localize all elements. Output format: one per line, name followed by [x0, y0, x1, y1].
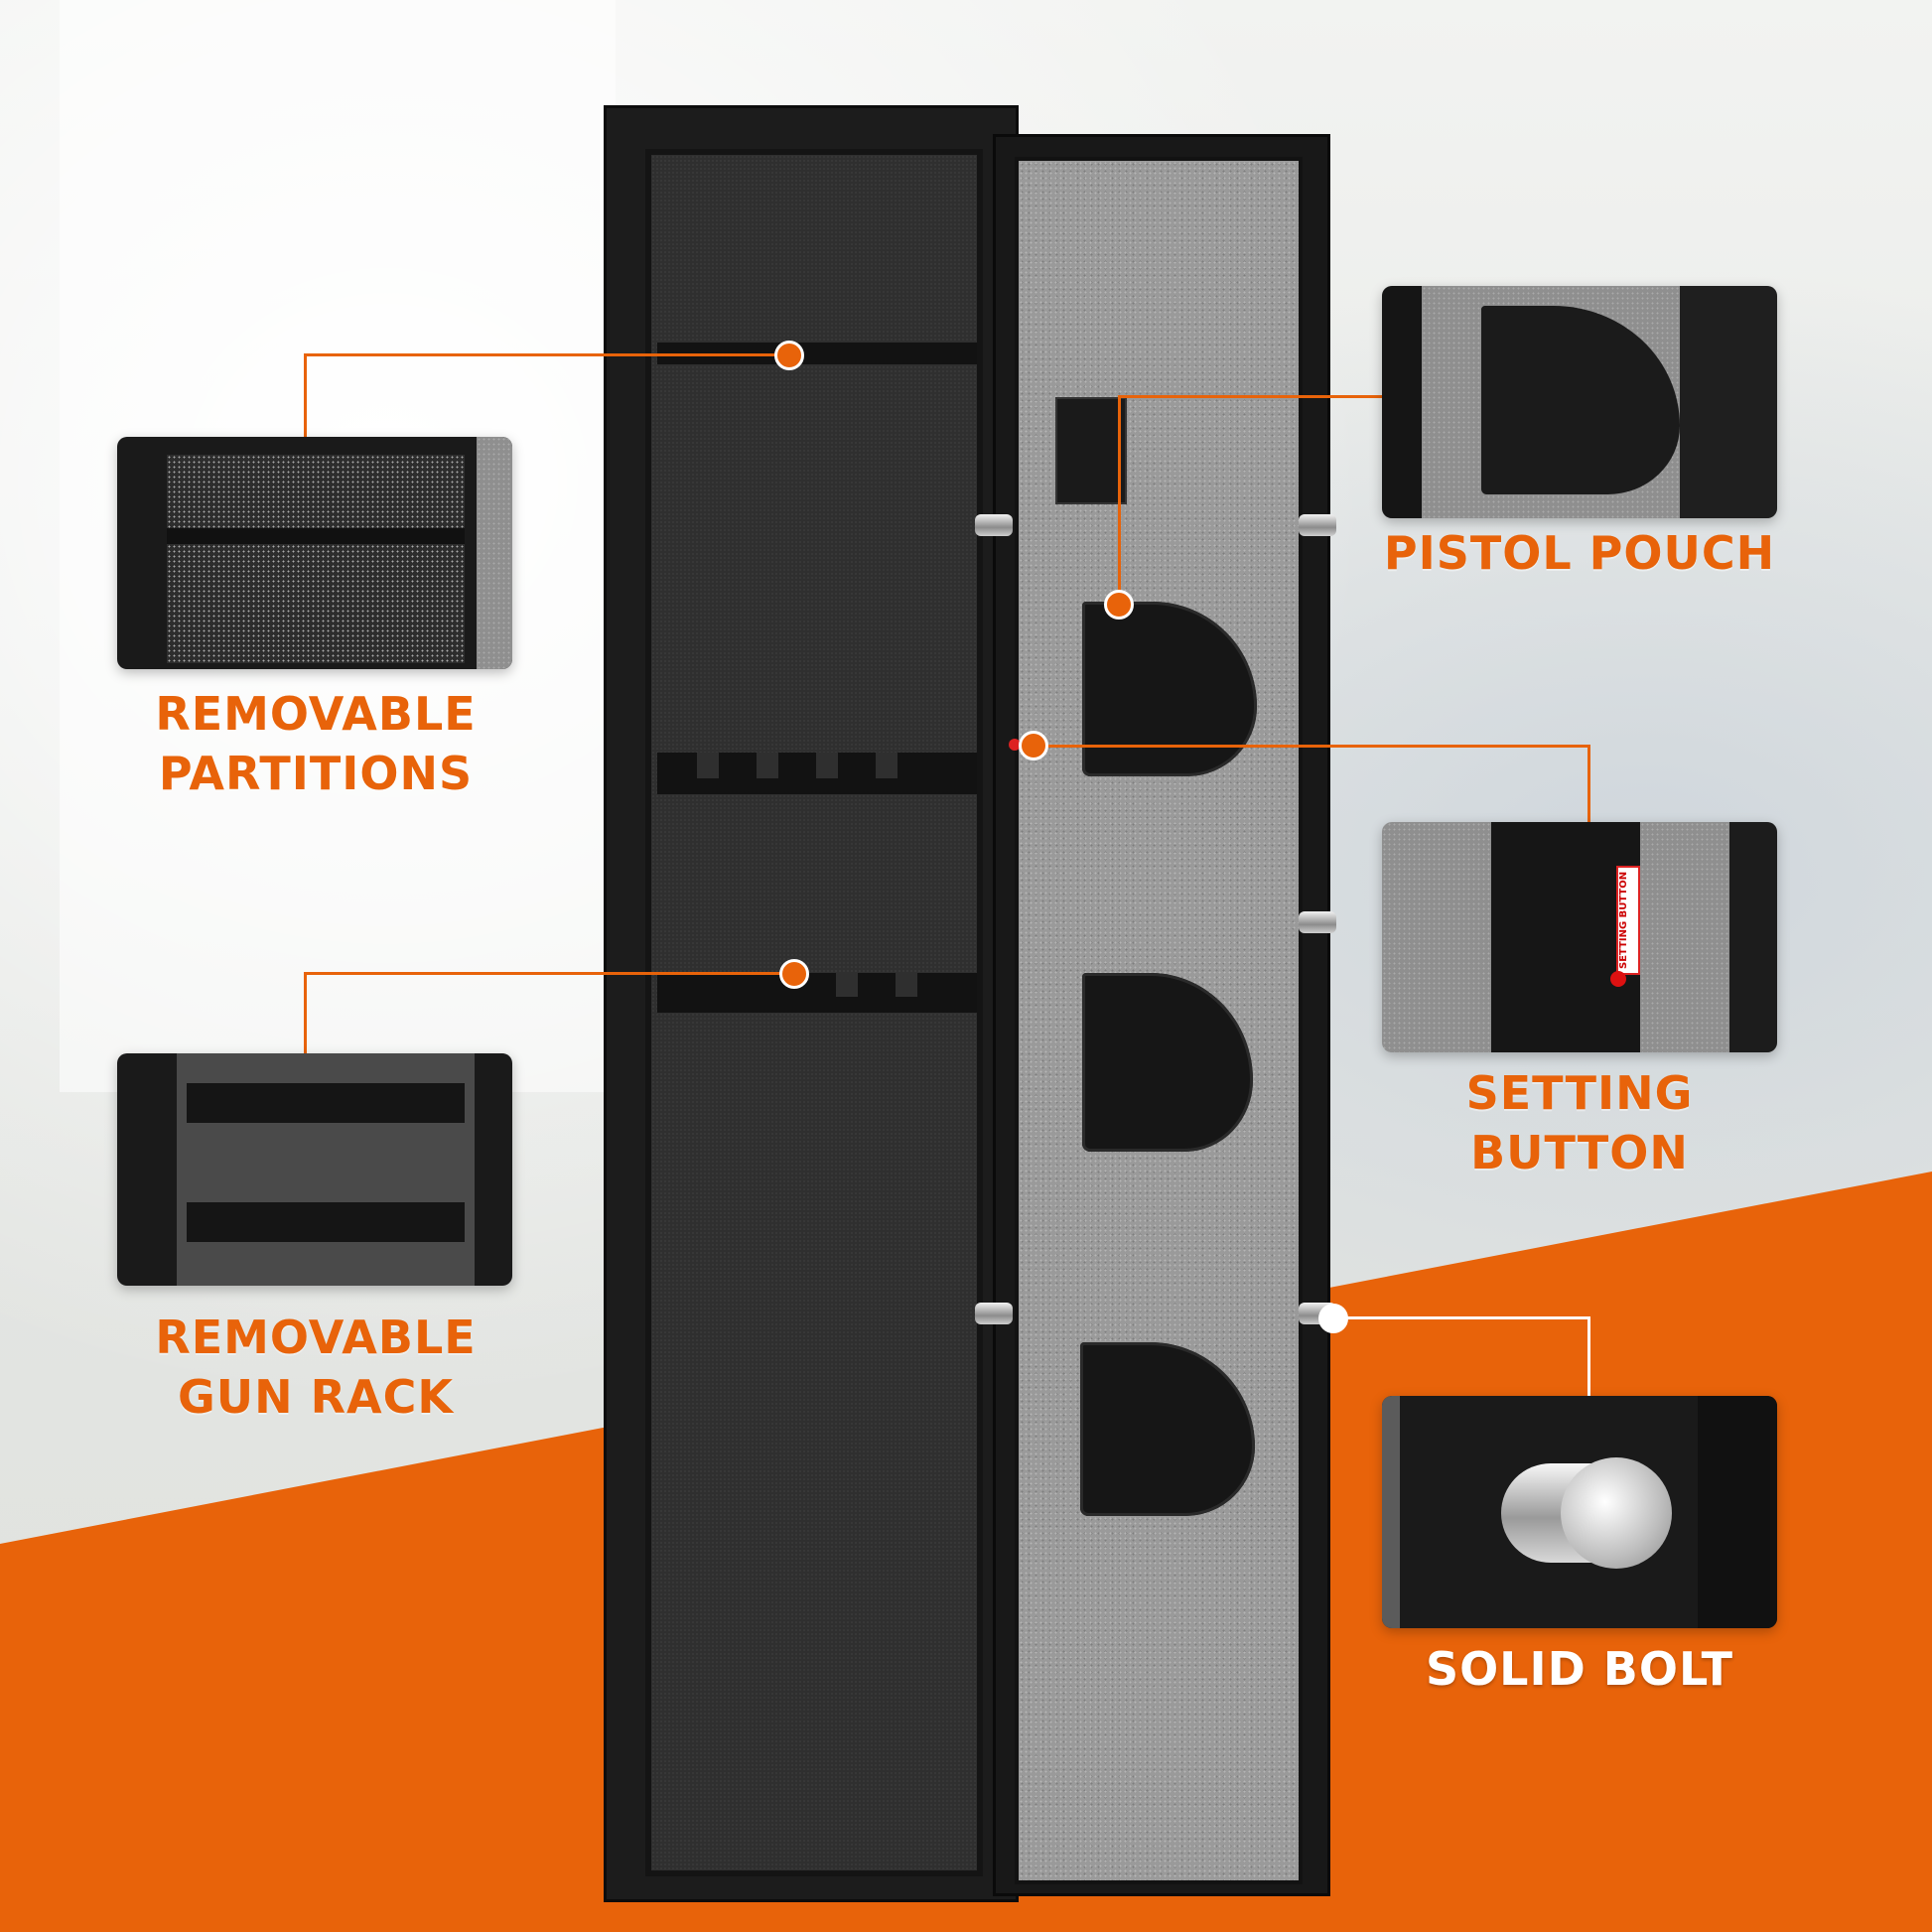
door-bolt: [1299, 514, 1336, 536]
gun-rack-lower: [657, 973, 977, 1013]
callout-line-partitions: [304, 353, 790, 356]
callout-line-gun-rack: [304, 972, 790, 975]
callout-line-partitions: [304, 353, 307, 437]
callout-dot-pistol-pouch: [1104, 590, 1134, 620]
door-bolt: [975, 514, 1013, 536]
callout-line-setting-button: [1029, 745, 1590, 748]
door-felt-lining: [1015, 157, 1303, 1884]
setting-button-sticker: SETTING BUTTON: [1616, 866, 1640, 975]
callout-line-gun-rack: [304, 972, 307, 1053]
callout-dot-setting-button: [1019, 731, 1048, 760]
callout-dot-partitions: [774, 341, 804, 370]
callout-dot-solid-bolt: [1318, 1304, 1348, 1333]
gun-rack-upper: [657, 753, 977, 794]
callout-dot-gun-rack: [779, 959, 809, 989]
callout-line-pistol-pouch: [1118, 395, 1121, 604]
inset-setting-button: SETTING BUTTON: [1382, 822, 1777, 1052]
setting-button-red: [1610, 971, 1626, 987]
inset-removable-gun-rack: [117, 1053, 512, 1286]
setting-button-sticker-text: SETTING BUTTON: [1618, 871, 1629, 970]
label-pistol-pouch: PISTOL POUCH: [1383, 526, 1776, 580]
label-removable-gun-rack: REMOVABLE GUN RACK: [155, 1311, 477, 1424]
door-bolt: [1299, 911, 1336, 933]
callout-line-setting-button: [1587, 745, 1590, 822]
safe-interior: [645, 149, 983, 1876]
callout-line-pistol-pouch: [1118, 395, 1382, 398]
label-solid-bolt: SOLID BOLT: [1425, 1642, 1734, 1696]
door-bolt: [975, 1303, 1013, 1324]
inset-removable-partitions: [117, 437, 512, 669]
label-removable-partitions: REMOVABLE PARTITIONS: [155, 687, 477, 800]
label-setting-button: SETTING BUTTON: [1465, 1066, 1694, 1179]
callout-line-solid-bolt: [1587, 1316, 1590, 1400]
inset-solid-bolt: [1382, 1396, 1777, 1628]
door-electronic-box: [1055, 397, 1127, 504]
removable-partition-shelf: [657, 343, 977, 364]
inset-pistol-pouch: [1382, 286, 1777, 518]
setting-button-indicator: [1009, 739, 1021, 751]
callout-line-solid-bolt: [1332, 1316, 1590, 1319]
